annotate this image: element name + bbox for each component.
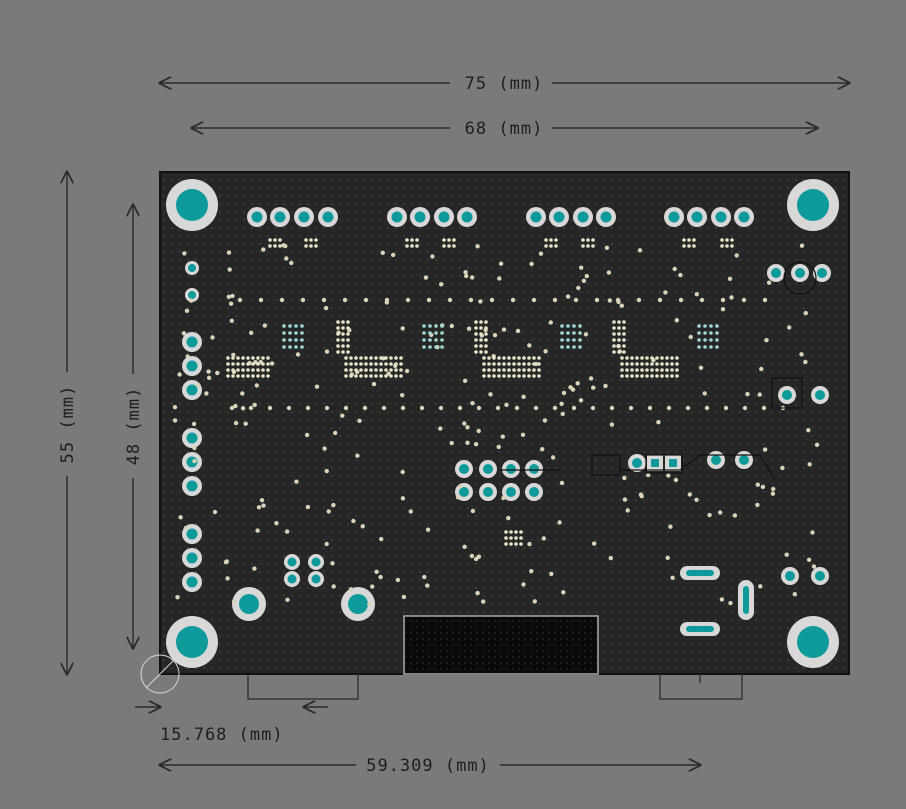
pad xyxy=(479,460,497,478)
pad xyxy=(687,207,707,227)
smd-pad-arrays xyxy=(226,238,734,546)
dimension-offset-connector: 15.768 (mm) xyxy=(135,707,328,745)
mounting-holes xyxy=(166,179,839,668)
pad xyxy=(767,264,785,282)
pad xyxy=(596,207,616,227)
mounting-hole xyxy=(787,179,839,231)
pad xyxy=(308,554,324,570)
dimension-width-outer: 75 (mm) xyxy=(160,74,849,94)
pad xyxy=(664,207,684,227)
pad xyxy=(707,451,725,469)
pad xyxy=(182,476,202,496)
pad xyxy=(525,460,543,478)
component-outlines xyxy=(500,261,817,481)
usb-connector-footprint xyxy=(403,615,599,675)
pad xyxy=(270,207,290,227)
pad xyxy=(525,483,543,501)
pad xyxy=(294,207,314,227)
pad xyxy=(318,207,338,227)
pad xyxy=(284,554,300,570)
mounting-hole xyxy=(232,587,266,621)
pad xyxy=(247,207,267,227)
dimension-height-inner: 48 (mm) xyxy=(124,205,144,648)
pad xyxy=(781,567,799,585)
pad xyxy=(455,460,473,478)
pad xyxy=(711,207,731,227)
pad xyxy=(502,460,520,478)
mounting-hole xyxy=(166,616,218,668)
vias xyxy=(172,243,820,607)
pad xyxy=(182,452,202,472)
pad xyxy=(811,567,829,585)
pad xyxy=(457,207,477,227)
slotted-pads xyxy=(680,566,754,636)
pad xyxy=(813,264,831,282)
board-edge-tabs xyxy=(247,674,743,700)
dimension-width-outer-label: 75 (mm) xyxy=(465,74,544,94)
pad xyxy=(502,483,520,501)
pad xyxy=(182,332,202,352)
pad xyxy=(735,451,753,469)
dimension-height-inner-label: 48 (mm) xyxy=(124,387,144,466)
dimension-height-outer: 55 (mm) xyxy=(58,172,78,674)
dimension-width-inner-label: 68 (mm) xyxy=(465,119,544,139)
pad xyxy=(182,548,202,568)
pad xyxy=(284,571,300,587)
pad xyxy=(387,207,407,227)
pcb-board xyxy=(159,171,850,675)
pad xyxy=(434,207,454,227)
pad xyxy=(628,454,646,472)
dimension-height-outer-label: 55 (mm) xyxy=(58,385,78,464)
pad xyxy=(573,207,593,227)
pad xyxy=(549,207,569,227)
pad xyxy=(811,386,829,404)
pad xyxy=(182,428,202,448)
pad xyxy=(778,386,796,404)
pad xyxy=(734,207,754,227)
dimension-offset-total: 59.309 (mm) xyxy=(160,756,700,776)
pad xyxy=(410,207,430,227)
dimension-offset-connector-label: 15.768 (mm) xyxy=(160,725,284,745)
mounting-hole xyxy=(166,179,218,231)
mounting-hole xyxy=(341,587,375,621)
dimension-offset-total-label: 59.309 (mm) xyxy=(366,756,490,776)
pad xyxy=(182,356,202,376)
pad xyxy=(791,264,809,282)
pad xyxy=(479,483,497,501)
pad xyxy=(185,261,199,275)
dimension-width-inner: 68 (mm) xyxy=(192,119,817,139)
pad xyxy=(308,571,324,587)
mounting-hole xyxy=(787,616,839,668)
pad xyxy=(185,288,199,302)
origin-marker xyxy=(140,654,180,694)
pad xyxy=(182,572,202,592)
through-hole-pads xyxy=(182,207,831,592)
pad xyxy=(526,207,546,227)
